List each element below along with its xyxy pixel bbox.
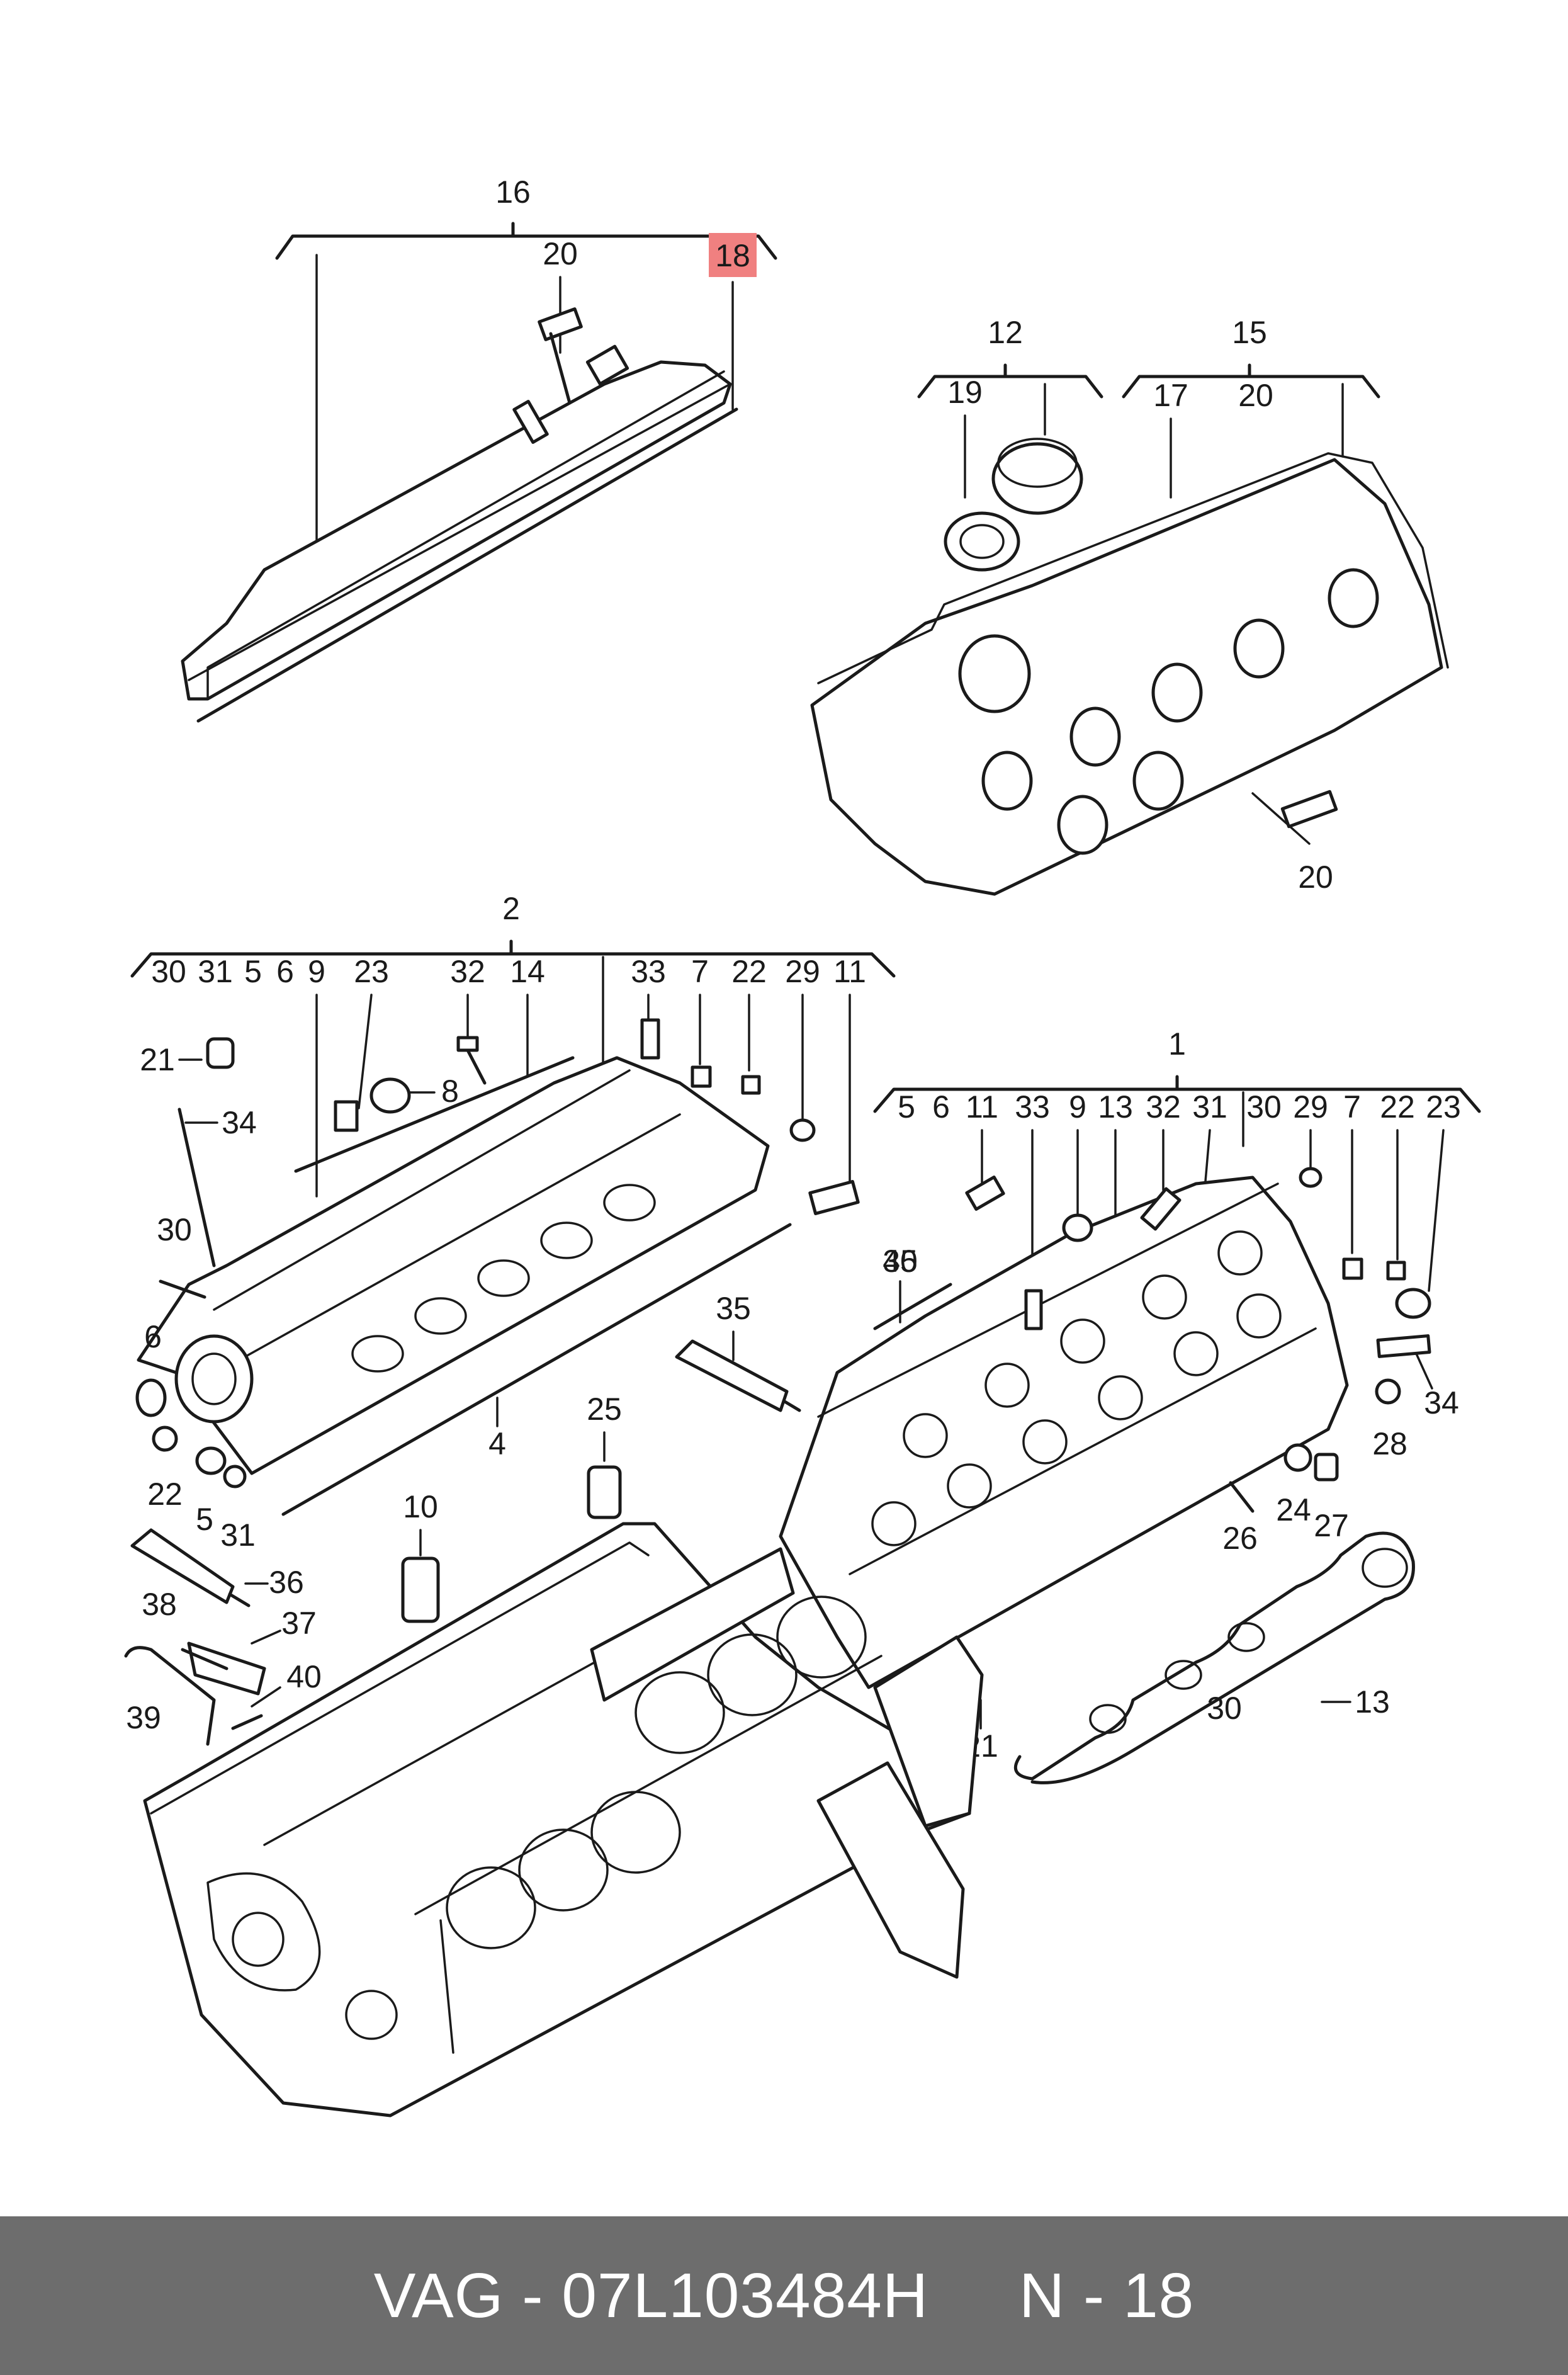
svg-text:6: 6 [932, 1089, 950, 1125]
sealant-tube-icon [675, 1339, 789, 1412]
gasket-14 [294, 1056, 575, 1173]
intake-gasket-13 [1013, 1531, 1415, 1784]
svg-text:29: 29 [1293, 1089, 1328, 1125]
svg-text:39: 39 [126, 1700, 161, 1735]
svg-text:8: 8 [441, 1074, 459, 1109]
cylinder-bores [446, 1596, 867, 1949]
stud-icon [206, 1037, 235, 1069]
svg-text:10: 10 [403, 1489, 438, 1524]
svg-text:7: 7 [691, 954, 709, 989]
part-number-caption: VAG - 07L103484H N - 18 [373, 2260, 1195, 2331]
svg-text:36: 36 [269, 1565, 304, 1600]
svg-text:11: 11 [833, 954, 866, 989]
svg-text:4: 4 [488, 1426, 506, 1461]
callouts-left: 21 34 8 30 6 22 5 31 4 [140, 1042, 506, 1553]
group-16: 16 20 18 [181, 174, 777, 723]
label-2: 2 [502, 891, 520, 926]
valves-right [871, 1230, 1282, 1546]
label-1: 1 [1168, 1026, 1186, 1062]
svg-text:35: 35 [716, 1291, 751, 1326]
svg-text:37: 37 [281, 1606, 317, 1641]
svg-text:33: 33 [1015, 1089, 1050, 1125]
svg-text:11: 11 [966, 1089, 998, 1125]
label-18: 18 [715, 238, 750, 273]
gasket-4 [281, 1223, 792, 1516]
group-15: 15 17 20 20 [810, 315, 1449, 896]
svg-text:30: 30 [151, 954, 186, 989]
group-12: 12 19 [917, 315, 1103, 572]
svg-text:23: 23 [1426, 1089, 1461, 1125]
svg-text:23: 23 [354, 954, 389, 989]
svg-text:9: 9 [1069, 1089, 1086, 1125]
footer-bar: VAG - 07L103484H N - 18 [0, 2216, 1568, 2375]
svg-text:14: 14 [510, 954, 545, 989]
svg-text:25: 25 [587, 1392, 622, 1427]
svg-text:34: 34 [1424, 1385, 1459, 1420]
svg-text:6: 6 [276, 954, 294, 989]
cylinder-cover [181, 360, 732, 701]
callouts-right: 35 40 34 28 24 27 26 30 13 21 [883, 1244, 1459, 1764]
valve-cover [810, 458, 1443, 896]
svg-text:7: 7 [1343, 1089, 1361, 1125]
highlight-18 [709, 233, 757, 277]
bolt-icon [1280, 790, 1338, 829]
svg-text:27: 27 [1314, 1508, 1349, 1543]
svg-text:5: 5 [196, 1502, 213, 1537]
svg-text:38: 38 [142, 1587, 177, 1622]
svg-text:35: 35 [883, 1244, 918, 1279]
label-19: 19 [947, 375, 983, 410]
sleeve-icon [401, 1556, 440, 1623]
svg-text:5: 5 [898, 1089, 915, 1125]
svg-text:28: 28 [1372, 1426, 1407, 1461]
label-20-bottom: 20 [1298, 859, 1333, 895]
svg-text:32: 32 [450, 954, 485, 989]
oil-cap-icon [991, 442, 1083, 515]
svg-text:30: 30 [157, 1212, 192, 1247]
svg-text:30: 30 [1246, 1089, 1282, 1125]
svg-text:40: 40 [883, 1244, 918, 1279]
label-17: 17 [1153, 378, 1188, 413]
bolt-icon [538, 307, 583, 341]
svg-text:22: 22 [731, 954, 767, 989]
svg-text:31: 31 [1192, 1089, 1227, 1125]
label-16: 16 [495, 174, 531, 210]
svg-text:21: 21 [140, 1042, 175, 1077]
svg-text:6: 6 [144, 1319, 162, 1354]
svg-text:13: 13 [1355, 1684, 1390, 1720]
label-15: 15 [1232, 315, 1267, 350]
engine-block [143, 1522, 984, 2117]
sealant-tube-icon [130, 1528, 235, 1604]
group-1-children: 5 6 11 33 9 13 32 31 30 29 7 22 23 [898, 1089, 1461, 1125]
label-20-right: 20 [1238, 378, 1273, 413]
label-12: 12 [988, 315, 1023, 350]
svg-text:13: 13 [1098, 1089, 1133, 1125]
label-20-top: 20 [543, 236, 578, 271]
svg-text:29: 29 [785, 954, 820, 989]
svg-text:32: 32 [1146, 1089, 1181, 1125]
group-1: 1 5 6 11 33 9 13 32 31 30 29 7 22 23 [779, 1026, 1481, 1689]
cylinder-head-left [137, 1056, 770, 1475]
ports-left [351, 1184, 656, 1373]
sleeve-icon [587, 1465, 622, 1519]
svg-text:33: 33 [631, 954, 666, 989]
seal-ring-icon [944, 511, 1020, 572]
center-parts: 35 25 10 36 38 37 39 40 [124, 1291, 801, 1746]
svg-text:31: 31 [198, 954, 233, 989]
svg-text:31: 31 [220, 1517, 256, 1553]
svg-text:5: 5 [244, 954, 262, 989]
svg-text:40: 40 [286, 1659, 322, 1694]
svg-text:22: 22 [1380, 1089, 1415, 1125]
group-2: 2 30 31 5 6 9 23 32 14 33 7 22 29 11 [130, 891, 896, 1516]
svg-text:9: 9 [308, 954, 325, 989]
gasket-strip [196, 407, 738, 723]
cam-lobes [958, 568, 1379, 855]
svg-text:22: 22 [147, 1477, 183, 1512]
parts-diagram: 16 20 18 12 19 15 17 [124, 174, 1481, 2117]
svg-text:34: 34 [222, 1105, 257, 1140]
group-2-children: 30 31 5 6 9 23 32 14 33 7 22 29 11 [151, 954, 866, 989]
bracket-39 [124, 1646, 216, 1746]
svg-text:26: 26 [1222, 1521, 1258, 1556]
svg-text:24: 24 [1276, 1492, 1311, 1528]
